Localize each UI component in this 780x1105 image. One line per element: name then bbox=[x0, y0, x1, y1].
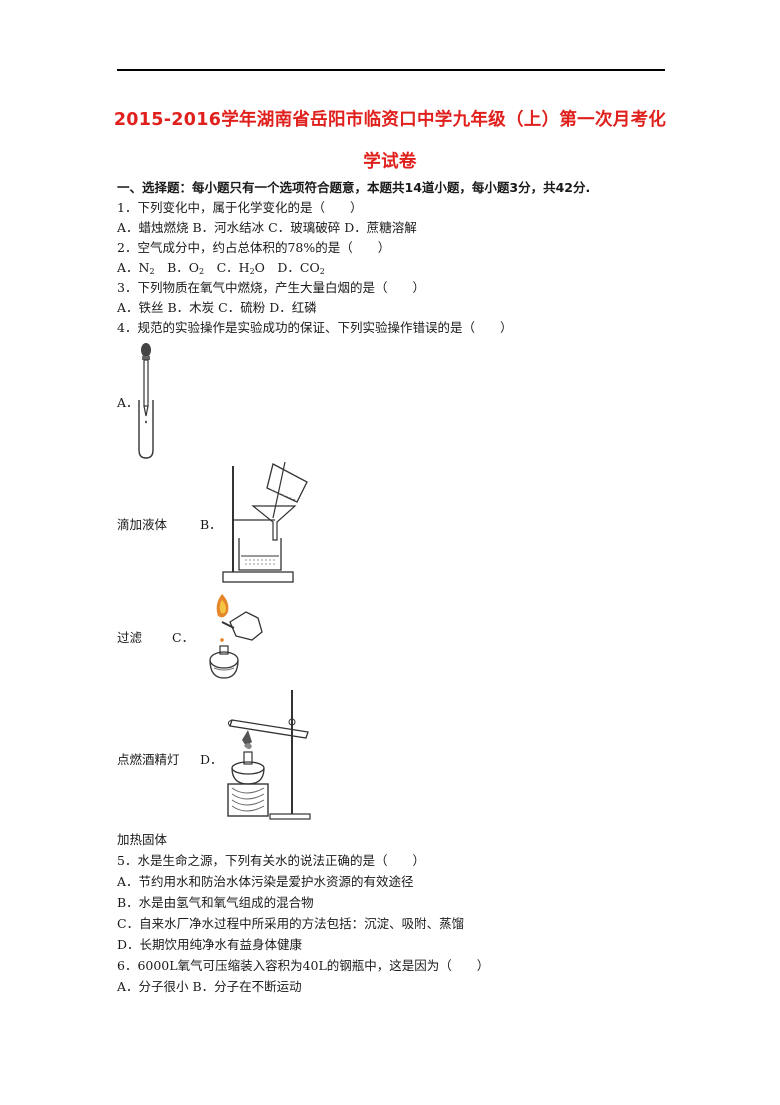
q4-caption-a: 滴加液体 bbox=[117, 517, 168, 532]
q5-option-a: A．节约用水和防治水体污染是爱护水资源的有效途径 bbox=[117, 874, 414, 889]
q4-caption-d: 加热固体 bbox=[117, 832, 168, 847]
dropper-figure bbox=[138, 343, 154, 459]
q5-option-b: B．水是由氢气和氧气组成的混合物 bbox=[117, 895, 314, 910]
q1-options: A．蜡烛燃烧 B．河水结冰 C．玻璃破碎 D．蔗糖溶解 bbox=[117, 220, 417, 235]
q2-stem: 2．空气成分中，约占总体积的78%的是（ ） bbox=[117, 240, 391, 255]
exam-title-line1: 2015-2016学年湖南省岳阳市临资口中学九年级（上）第一次月考化 bbox=[113, 110, 667, 130]
q4-label-b: B． bbox=[200, 517, 222, 532]
q4-label-d: D． bbox=[200, 752, 223, 767]
q4-caption-b: 过滤 bbox=[117, 630, 143, 645]
q5-stem: 5．水是生命之源，下列有关水的说法正确的是（ ） bbox=[117, 853, 425, 868]
q4-label-c: C． bbox=[172, 630, 195, 645]
heating-solid-figure bbox=[227, 690, 311, 820]
q4-caption-c: 点燃酒精灯 bbox=[117, 752, 180, 767]
q5-option-d: D．长期饮用纯净水有益身体健康 bbox=[117, 937, 303, 952]
q6-stem: 6．6000L氧气可压缩装入容积为40L的钢瓶中，这是因为（ ） bbox=[117, 958, 490, 973]
filtration-figure bbox=[222, 461, 308, 583]
q3-stem: 3．下列物质在氧气中燃烧，产生大量白烟的是（ ） bbox=[117, 280, 425, 295]
section-heading: 一、选择题：每小题只有一个选项符合题意，本题共14道小题，每小题3分，共42分. bbox=[117, 180, 591, 195]
exam-title-line2: 学试卷 bbox=[363, 152, 417, 172]
q3-options: A．铁丝 B．木炭 C．硫粉 D．红磷 bbox=[117, 300, 317, 315]
alcohol-lamp-figure bbox=[209, 594, 263, 679]
q4-label-a: A． bbox=[117, 395, 139, 410]
q6-options: A．分子很小 B．分子在不断运动 bbox=[117, 979, 302, 994]
q4-stem: 4．规范的实验操作是实验成功的保证、下列实验操作错误的是（ ） bbox=[117, 320, 513, 335]
q1-stem: 1．下列变化中，属于化学变化的是（ ） bbox=[117, 200, 363, 215]
q2-options: A．N2 B．O2 C．H2O D．CO2 bbox=[117, 260, 325, 276]
header-rule bbox=[117, 69, 665, 71]
q5-option-c: C．自来水厂净水过程中所采用的方法包括：沉淀、吸附、蒸馏 bbox=[117, 916, 465, 931]
